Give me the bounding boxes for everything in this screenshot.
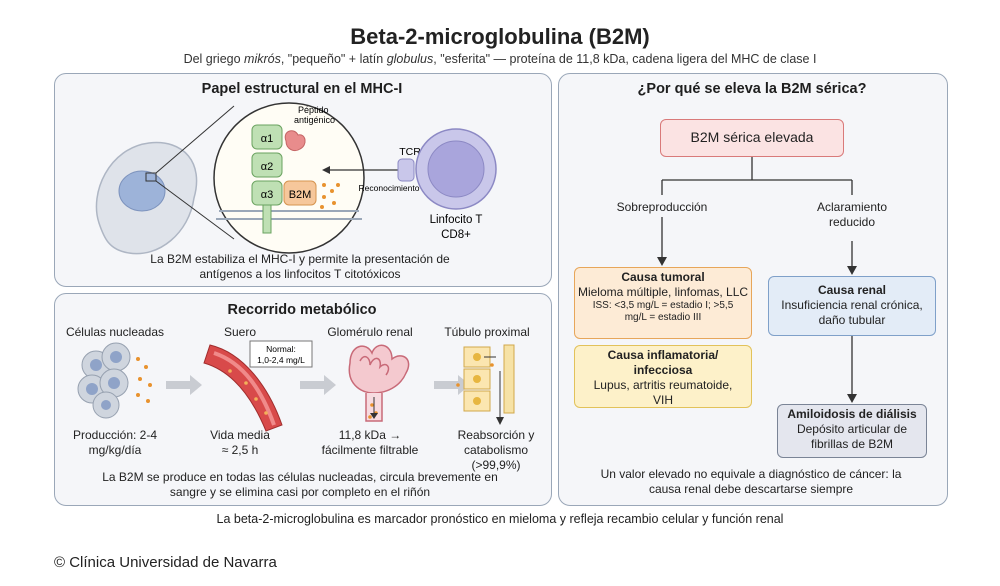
dialysis-amyloidosis-box: Amiloidosis de diálisis Depósito articul… [777,404,927,458]
stage-name-serum: Suero [223,325,257,339]
tumor-cause-box: Causa tumoral Mieloma múltiple, linfomas… [574,267,752,339]
stage-desc-cells: Producción: 2-4 mg/kg/día [72,428,158,457]
why-panel-title: ¿Por qué se eleva la B2M sérica? [637,81,867,97]
inflammatory-cause-box: Causa inflamatoria/ infecciosa Lupus, ar… [574,345,752,408]
normal-value: 1,0-2,4 mg/L [257,355,305,365]
alpha1-domain [251,124,283,150]
peptide-label-line1: Péptido [298,105,329,115]
nucleated-cells-icon [77,342,131,419]
zoom-circle [213,102,365,254]
recognition-label: Reconocimiento [359,183,420,193]
root-box: B2M sérica elevada [660,119,844,157]
why-caption: Un valor elevado no equivale a diagnósti… [600,467,902,496]
alpha2-domain [251,152,283,178]
stage-desc-serum: Vida media ≈ 2,5 h [210,428,270,457]
why-connectors [657,157,857,403]
metabolic-diagram: Normal: 1,0-2,4 mg/L [77,340,515,432]
mhc-stalk [262,204,272,234]
zoom-marker [145,172,157,182]
normal-label: Normal: [266,344,296,354]
peptide-icon [284,130,306,152]
alpha3-label: α3 [261,189,273,201]
mhc-diagram: α1 α2 α3 B2M Péptido antigénico TCR Reco… [95,102,497,255]
stage-name-cells: Células nucleadas [65,325,165,339]
metabolic-caption: La B2M se produce en todas las células n… [102,470,498,499]
tcell-label: Linfocito T [430,214,483,226]
b2m-label: B2M [289,189,312,201]
stage-name-tubule: Túbulo proximal [444,325,530,339]
tcr-icon [397,158,415,182]
flow-arrow-2 [300,375,336,395]
page-subtitle: Del griego mikrós, "pequeño" + latín glo… [183,52,817,66]
stage-desc-tubule: Reabsorción y catabolismo (>99,9%) [457,428,535,472]
structural-panel-title: Papel estructural en el MHC-I [201,81,403,97]
footer-note: La beta-2-microglobulina es marcador pro… [216,512,784,526]
stage-desc-glomerulus: 11,8 kDa → fácilmente filtrable [321,428,419,457]
normal-range-box [249,340,313,368]
flow-arrow-3 [434,375,470,395]
blood-vessel-icon [203,344,283,432]
renal-cause-box: Causa renal Insuficiencia renal crónica,… [768,276,936,336]
cell-nucleus-icon [118,170,166,212]
structural-caption: La B2M estabiliza el MHC-I y permite la … [150,252,450,281]
branch-reduced-clearance: Aclaramiento reducido [816,200,888,229]
alpha1-label: α1 [261,133,273,145]
cd8-label: CD8+ [441,229,471,241]
tcr-label: TCR [399,146,421,158]
copyright: © Clínica Universidad de Navarra [54,554,277,571]
stage-name-glomerulus: Glomérulo renal [327,325,413,339]
proximal-tubule-icon [463,344,515,414]
flow-arrow-1 [166,375,202,395]
t-lymphocyte-nucleus-icon [427,140,485,198]
b2m-domain [283,180,317,206]
glomerulus-icon [348,344,410,422]
peptide-label-line2: antigénico [294,115,335,125]
page-title: Beta-2-microglobulina (B2M) [350,24,650,49]
alpha2-label: α2 [261,161,273,173]
metabolic-panel-title: Recorrido metabólico [227,302,377,318]
branch-overproduction: Sobreproducción [616,200,708,214]
